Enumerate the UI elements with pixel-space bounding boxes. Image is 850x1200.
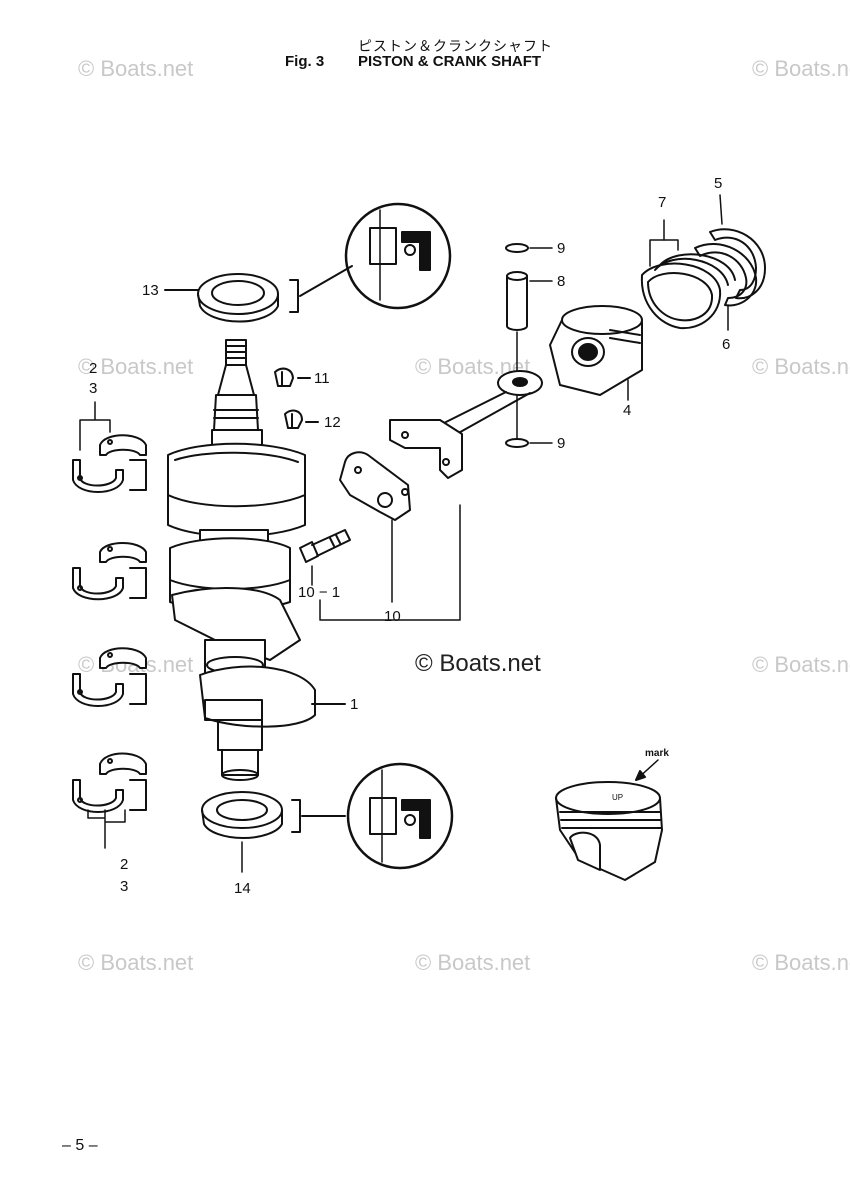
crankshaft-1 [168, 340, 315, 780]
callout-10: 10 [384, 608, 401, 625]
watermark: © Boats.net [752, 354, 850, 379]
piston-pin-8 [507, 272, 527, 330]
piston-pin-clip-9-bottom [506, 439, 528, 447]
leader-line [720, 195, 722, 224]
callout-14: 14 [234, 880, 251, 897]
rod-bolt-10-1 [300, 530, 350, 562]
main-bearing-set-1 [73, 435, 146, 492]
callout-5: 5 [714, 175, 723, 192]
callout-2-top: 2 [89, 360, 98, 377]
bracket [290, 280, 298, 312]
watermark: © Boats.net [752, 56, 850, 81]
callout-3-top: 3 [89, 380, 98, 397]
mark-label: mark [645, 748, 669, 759]
center-watermark: © Boats.net [415, 650, 541, 677]
svg-text:UP: UP [612, 793, 623, 802]
bracket [320, 505, 460, 620]
key-12 [285, 411, 302, 428]
callout-8: 8 [557, 273, 566, 290]
callout-3-bottom: 3 [120, 878, 129, 895]
watermark: © Boats.net [78, 354, 194, 379]
callout-11: 11 [314, 370, 330, 387]
rod-cap-10 [340, 452, 410, 520]
callout-6: 6 [722, 336, 731, 353]
main-bearing-set-4 [73, 754, 146, 813]
main-bearing-set-2 [73, 543, 146, 599]
callout-10-1: 10 − 1 [298, 584, 341, 601]
piston-mark-illustration: UP [556, 782, 662, 880]
piston-ring-set-7 [642, 254, 735, 328]
key-11 [275, 369, 293, 386]
bracket [292, 800, 300, 832]
callout-2-bottom: 2 [120, 856, 129, 873]
bracket [88, 810, 125, 848]
title-japanese: ピストン＆クランクシャフト [358, 39, 553, 55]
watermark: © Boats.net [78, 56, 194, 81]
piston-4 [550, 306, 642, 395]
callout-1: 1 [350, 696, 359, 713]
watermark: © Boats.net [78, 950, 194, 975]
page-title: PISTON & CRANK SHAFT [358, 53, 542, 70]
callout-9-top: 9 [557, 240, 566, 257]
callout-13: 13 [142, 282, 159, 299]
watermark: © Boats.net [752, 950, 850, 975]
watermark: © Boats.net [415, 950, 531, 975]
callout-7: 7 [658, 194, 667, 211]
callout-9-bottom: 9 [557, 435, 566, 452]
watermark: © Boats.net [752, 652, 850, 677]
oil-seal-14 [202, 792, 282, 838]
mark-arrow-head [636, 771, 645, 780]
piston-ring-5 [710, 229, 765, 298]
oil-seal-detail-bottom [348, 764, 452, 868]
bracket [80, 402, 110, 450]
oil-seal-13 [198, 274, 278, 322]
connecting-rod [390, 371, 542, 478]
piston-pin-clip-9-top [506, 244, 528, 252]
callout-4: 4 [623, 402, 632, 419]
page-number: – 5 – [62, 1137, 98, 1154]
leader-line [300, 266, 352, 296]
main-bearing-set-3 [73, 648, 146, 706]
piston-ring-6 [695, 244, 756, 306]
figure-number: Fig. 3 [285, 53, 325, 70]
callout-12: 12 [324, 414, 341, 431]
oil-seal-detail-top [346, 204, 450, 308]
